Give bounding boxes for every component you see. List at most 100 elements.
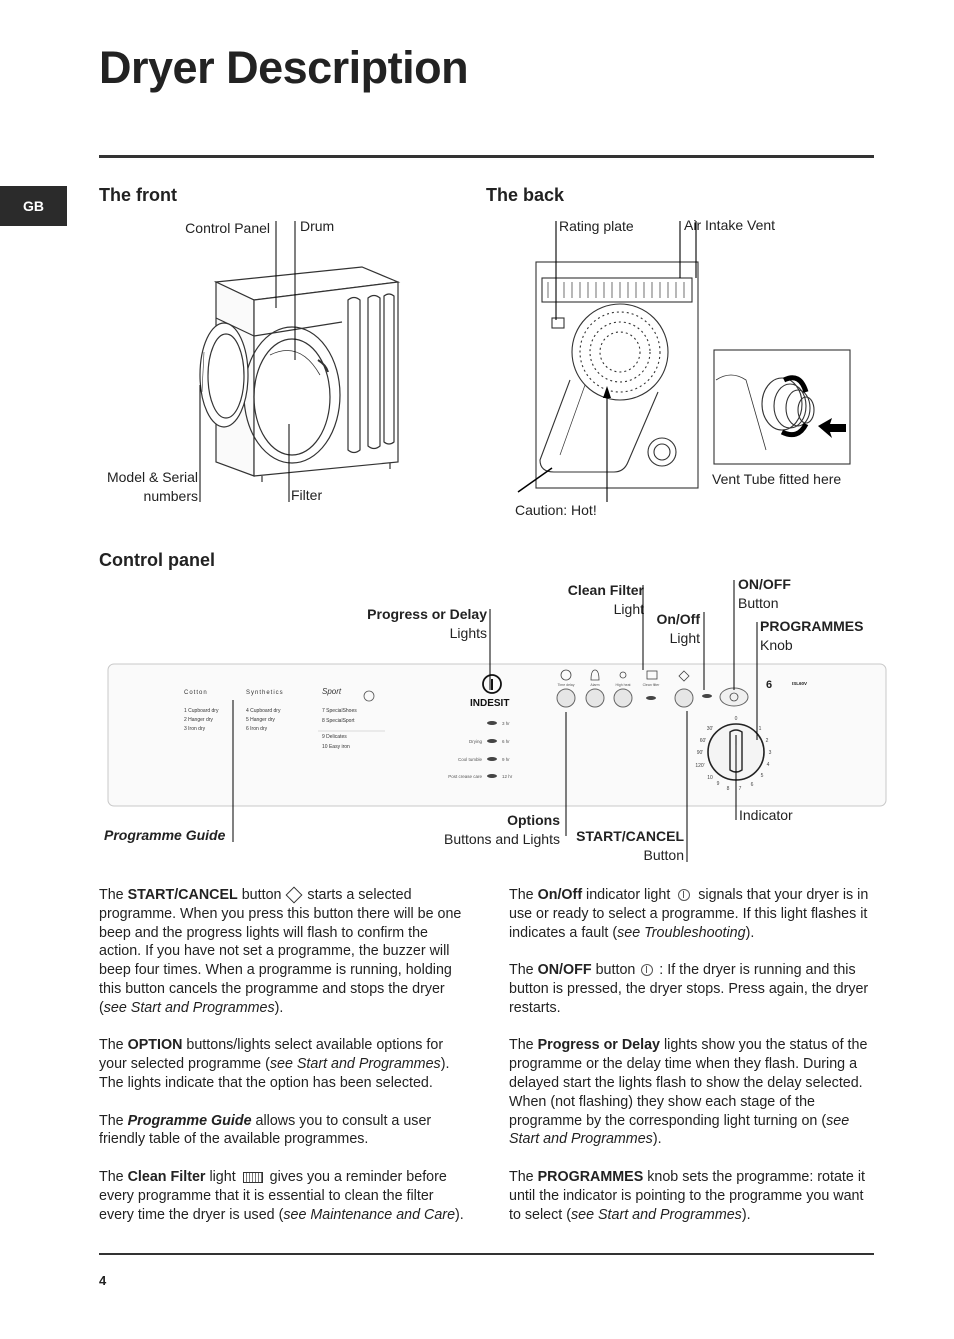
para-bold: On/Off [537, 887, 583, 903]
onoff-light-paragraph: The On/Off indicator light signals that … [509, 886, 877, 942]
para-text: ). [745, 924, 755, 941]
alarm-button[interactable] [585, 688, 605, 708]
para-italic: see Maintenance and Care [283, 1206, 456, 1223]
cotton-item: 3 Iron dry [184, 726, 206, 732]
programme-guide-callout: Programme Guide [104, 827, 226, 843]
para-italic: see Start and Programmes [269, 1056, 441, 1073]
clean-filter-light [646, 696, 656, 700]
para-text: gives you a reminder before every progra… [99, 1168, 447, 1223]
knob-number: 7 [739, 786, 742, 792]
sport-heading: Sport [322, 687, 342, 696]
synthetics-heading: Synthetics [246, 690, 284, 696]
start-cancel-paragraph: The START/CANCEL button starts a selecte… [99, 886, 467, 1018]
svg-text:6: 6 [766, 679, 772, 691]
filter-label: Filter [291, 487, 323, 503]
clean-filter-title: Clean Filter [567, 582, 644, 598]
para-text: The [509, 962, 538, 979]
options-title: Options [507, 812, 560, 828]
option-label: Time delay [558, 683, 575, 687]
vent-tube-label: Vent Tube fitted here [712, 471, 842, 487]
para-text: ). [652, 1131, 662, 1148]
progress-delay-title: Progress or Delay [367, 606, 487, 622]
option-label: High heat [616, 683, 631, 687]
programmes-title: PROGRAMMES [760, 618, 864, 634]
para-text: indicator light [582, 887, 675, 903]
time-delay-button[interactable] [556, 688, 576, 708]
back-heading: The back [486, 185, 565, 205]
high-heat-button[interactable] [613, 688, 633, 708]
para-bold-italic: Programme Guide [127, 1112, 252, 1129]
extra-item: 9 Delicates [322, 734, 347, 740]
progress-label: Drying [469, 739, 483, 744]
para-text: knob sets the programme: rotate it until… [509, 1168, 865, 1223]
para-text: ). The lights indicate that the option h… [99, 1056, 450, 1091]
para-italic: see Start and Programmes [103, 999, 275, 1016]
knob-number: 5 [761, 773, 764, 779]
para-text: buttons/lights select available options … [99, 1037, 444, 1073]
para-text: The [509, 1037, 538, 1054]
delay-label: 9 hr [502, 757, 510, 762]
para-text: button [237, 887, 286, 903]
onoff-button-callout: ON/OFF Button [738, 575, 791, 613]
dryer-back-illustration [517, 221, 851, 502]
options-sub: Buttons and Lights [444, 831, 560, 847]
option-label: Alarm [590, 683, 599, 687]
para-text: lights show you the status of the progra… [509, 1037, 868, 1129]
para-text: light [205, 1168, 240, 1185]
programmes-paragraph: The PROGRAMMES knob sets the programme: … [509, 1168, 877, 1224]
synthetics-item: 5 Hanger dry [246, 717, 275, 723]
knob-number: 4 [767, 762, 770, 768]
synthetics-item: 4 Cupboard dry [246, 708, 281, 714]
knob-number: 3 [769, 750, 772, 756]
knob-number: 6 [751, 782, 754, 788]
knob-number: 10 [707, 775, 713, 781]
onoff-button-title: ON/OFF [738, 576, 791, 592]
model-serial-line-2: numbers [143, 488, 198, 504]
knob-number: 1 [759, 726, 762, 732]
onoff-button-sub: Button [738, 595, 779, 611]
option-paragraph: The OPTION buttons/lights select availab… [99, 1036, 467, 1092]
brand-logo: INDESIT [470, 698, 509, 709]
onoff-button[interactable] [719, 687, 749, 707]
option-label: Clean filter [643, 683, 661, 687]
delay-label: 6 hr [502, 739, 510, 744]
knob-time: 30' [707, 726, 714, 732]
knob-time: 90' [697, 750, 704, 756]
power-icon [641, 964, 654, 977]
options-callout: Options Buttons and Lights [400, 811, 560, 849]
control-panel-label: Control Panel [185, 220, 270, 236]
knob-time: 60' [700, 738, 707, 744]
para-text: allows you to consult a user friendly ta… [99, 1112, 432, 1148]
para-text: The [99, 1112, 128, 1129]
footer-rule [99, 1253, 874, 1255]
programmes-sub: Knob [760, 637, 793, 653]
para-text: signals that your dryer is in use or rea… [509, 887, 869, 941]
page-number: 4 [99, 1273, 107, 1288]
control-panel-heading: Control panel [99, 550, 215, 570]
onoff-light-title: On/Off [656, 611, 700, 627]
para-text: The [509, 887, 538, 903]
air-intake-label: Air Intake Vent [684, 217, 776, 233]
drum-label: Drum [300, 218, 335, 234]
progress-paragraph: The Progress or Delay lights show you th… [509, 1036, 877, 1149]
knob-number: 2 [766, 738, 769, 744]
onoff-light [702, 694, 712, 698]
extra-item: 10 Easy iron [322, 744, 350, 750]
knob-number: 8 [727, 786, 730, 792]
knob-number: 9 [717, 781, 720, 787]
para-bold: START/CANCEL [127, 887, 238, 903]
rating-plate-label: Rating plate [559, 218, 634, 234]
para-text: ). [455, 1206, 464, 1223]
header-rule [99, 155, 874, 158]
start-cancel-button[interactable] [674, 688, 694, 708]
delay-label: 3 hr [502, 721, 510, 726]
progress-label: Post crease care [448, 774, 482, 779]
onoff-light-callout: On/Off Light [620, 610, 700, 648]
progress-delay-callout: Progress or Delay Lights [330, 605, 487, 643]
para-italic: see Troubleshooting [617, 924, 746, 941]
para-text: button [591, 962, 640, 979]
start-cancel-title: START/CANCEL [576, 828, 684, 844]
progress-delay-sub: Lights [449, 625, 487, 641]
programmes-callout: PROGRAMMES Knob [760, 617, 863, 655]
power-icon [678, 889, 691, 902]
